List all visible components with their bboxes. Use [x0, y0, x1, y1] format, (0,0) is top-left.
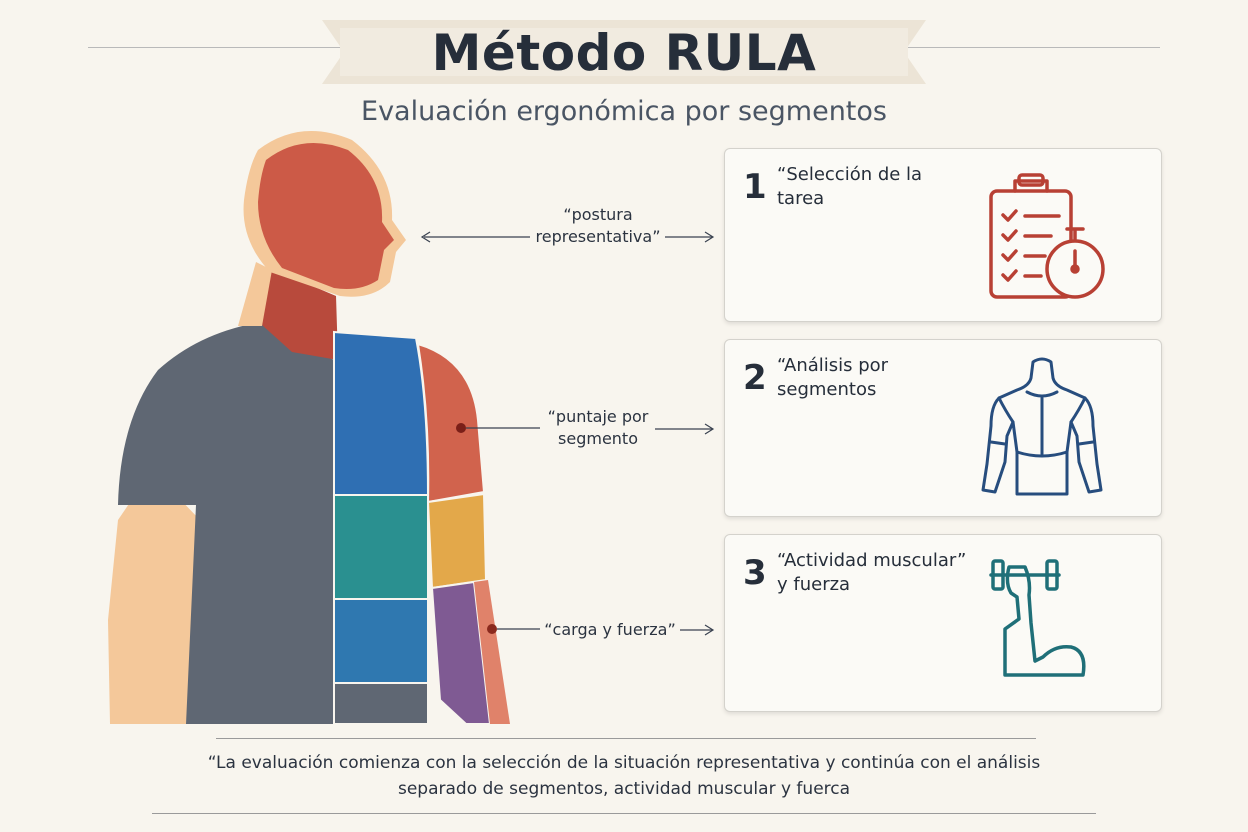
step-label: “Selección de la tarea: [777, 164, 923, 209]
step-card-muscle-force: 3 “Actividad muscular” y fuerza: [724, 534, 1162, 712]
step-number: 2: [743, 358, 767, 398]
upper-arm-segment: [416, 342, 486, 504]
trunk-low-segment: [333, 598, 429, 684]
callout-load-force: “carga y fuerza”: [544, 620, 676, 639]
body-figure: [108, 131, 715, 725]
head-segment: [258, 142, 394, 289]
posture-arrow-head-left: [420, 231, 431, 243]
shirt: [118, 322, 334, 724]
neck-segment: [262, 268, 338, 360]
trunk-base-segment: [333, 682, 429, 725]
arm-dumbbell-icon: [989, 559, 1086, 677]
trunk-upper-segment: [333, 330, 430, 496]
load-arrow-head: [704, 624, 715, 636]
step-label: “Actividad muscular” y fuerza: [777, 550, 967, 595]
title-rule-right: [900, 47, 1160, 48]
step-card-segment-analysis: 2 “Análisis por segmentos: [724, 339, 1162, 517]
title-rule-left: [88, 47, 350, 48]
step-number: 3: [743, 553, 767, 593]
trunk-mid-segment: [333, 494, 429, 600]
left-arm: [108, 470, 200, 724]
neck-back: [238, 262, 272, 326]
forearm-segment: [426, 492, 488, 590]
load-marker: [487, 624, 497, 634]
callout-segment-score: “puntaje por segmento: [547, 407, 649, 448]
step-number: 1: [743, 167, 767, 207]
hand-segment: [474, 580, 510, 724]
segment-marker: [456, 423, 466, 433]
step-card-task-selection: 1 “Selección de la tarea: [724, 148, 1162, 322]
footer-rule-top: [216, 738, 1036, 739]
page-title: Método RULA: [431, 24, 817, 82]
page-subtitle: Evaluación ergonómica por segmentos: [361, 96, 887, 127]
clipboard-timer-icon: [989, 173, 1105, 299]
step-label: “Análisis por segmentos: [777, 355, 889, 400]
title-ribbon: [322, 20, 926, 84]
wrist-segment: [430, 580, 492, 725]
segment-arrow-head: [704, 423, 715, 435]
posture-arrow-head-right: [704, 231, 715, 243]
callout-posture: “postura representativa”: [535, 205, 661, 246]
body-segments-icon: [981, 357, 1103, 496]
footer-rule-bottom: [152, 813, 1096, 814]
footer-summary: “La evaluación comienza con la selección…: [207, 753, 1041, 799]
